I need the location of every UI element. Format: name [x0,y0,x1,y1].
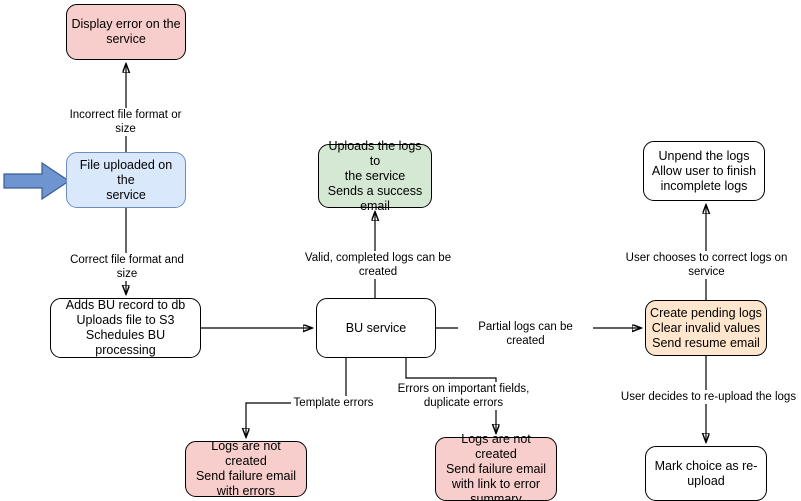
edge-label-errors-important-fields: Errors on important fields, duplicate er… [395,382,532,410]
edge-label-user-reuploads-logs: User decides to re-upload the logs [618,390,799,404]
node-display-error[interactable]: Display error on the service [66,4,186,60]
node-mark-choice-as-reupload[interactable]: Mark choice as re- upload [645,446,767,501]
node-logs-not-created-summary[interactable]: Logs are not created Send failure email … [435,432,557,501]
node-uploads-logs-success[interactable]: Uploads the logs to the service Sends a … [318,139,432,213]
node-create-pending-logs[interactable]: Create pending logs Clear invalid values… [645,300,767,356]
entry-block-arrow [3,161,71,201]
edge-label-correct-file-format: Correct file format and size [57,253,197,281]
edge-label-template-errors: Template errors [291,396,376,410]
edge-label-partial-logs: Partial logs can be created [458,320,593,348]
node-unpend-the-logs[interactable]: Unpend the logs Allow user to finish inc… [643,141,765,201]
node-adds-bu-record[interactable]: Adds BU record to db Uploads file to S3 … [50,298,201,358]
node-file-uploaded-on-service[interactable]: File uploaded on the service [66,152,186,208]
node-bu-service[interactable]: BU service [316,298,436,358]
edge-label-valid-completed-logs: Valid, completed logs can be created [286,251,470,279]
edge-label-user-corrects-logs: User chooses to correct logs on service [608,251,801,279]
node-logs-not-created-errors[interactable]: Logs are not created Send failure email … [185,439,307,498]
edge-label-incorrect-file-format: Incorrect file format or size [56,108,195,136]
